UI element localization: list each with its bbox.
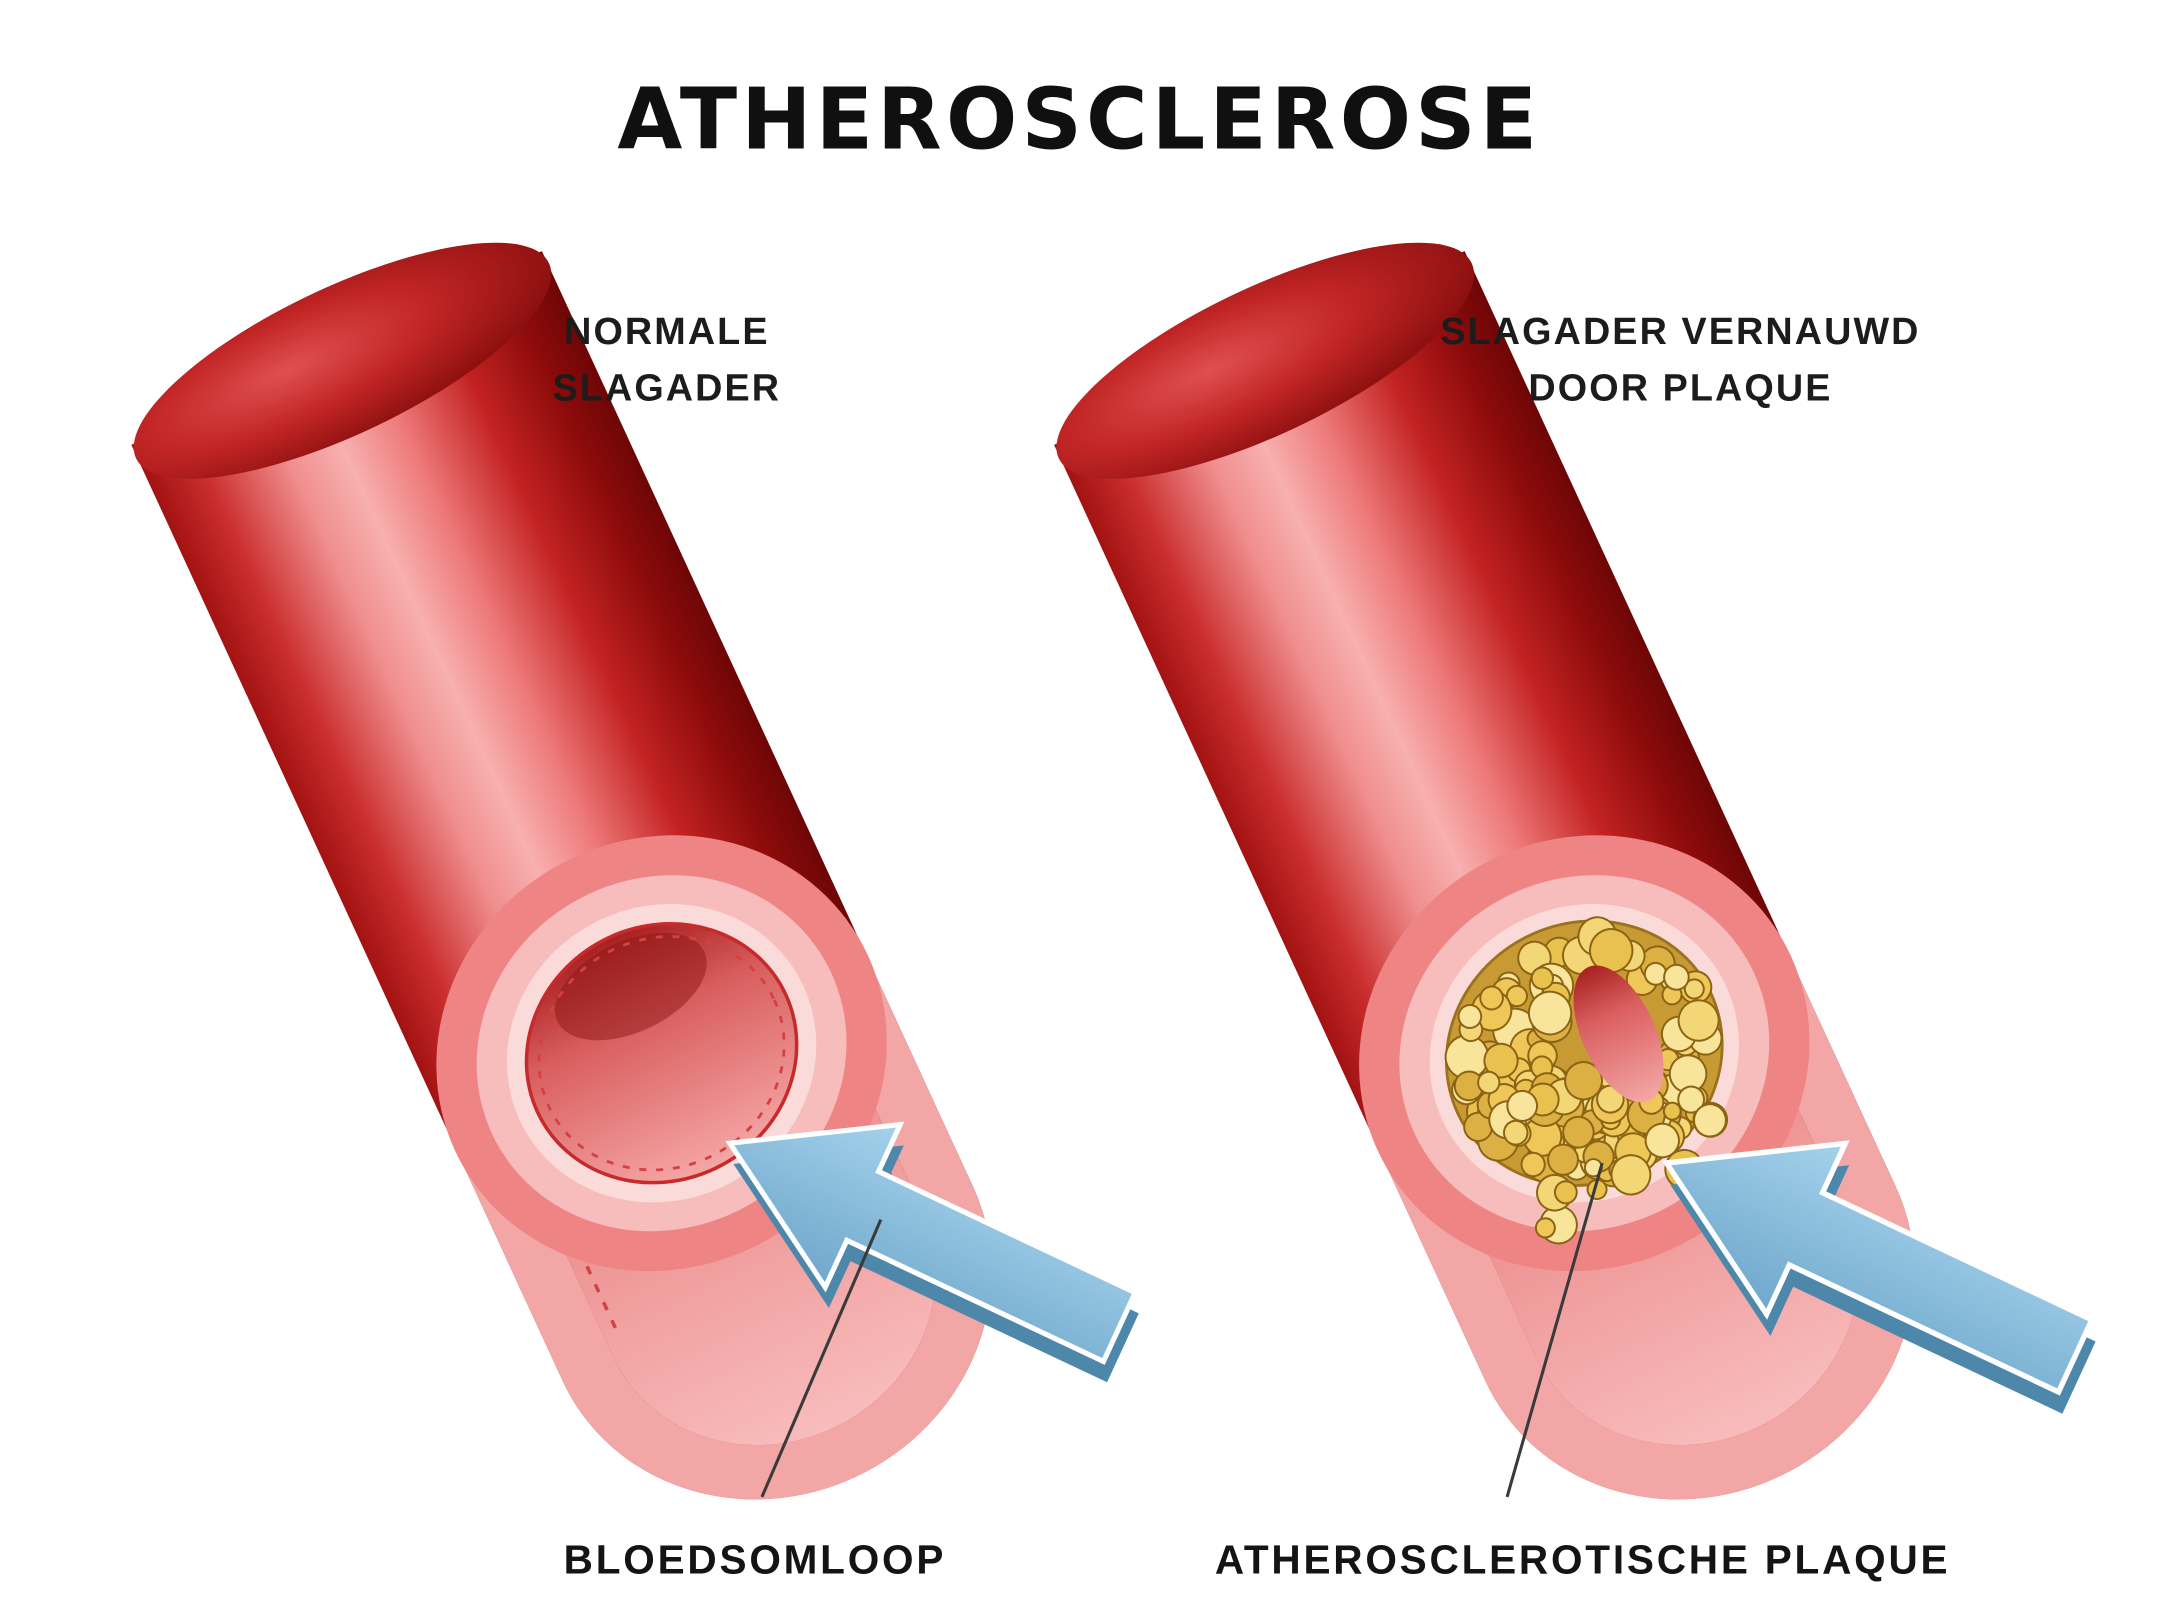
label-left-line2: SLAGADER xyxy=(553,367,782,409)
arrow-icon xyxy=(725,1121,1139,1365)
plaque-mass xyxy=(1444,916,1729,1245)
artery-top-cap xyxy=(133,242,552,479)
page-title: ATHEROSCLEROSE xyxy=(617,70,1541,169)
narrowed-lumen-gap xyxy=(1573,965,1664,1103)
caption-plaque: ATHEROSCLEROTISCHE PLAQUE xyxy=(1215,1536,1951,1582)
lumen-depth-shadow xyxy=(554,932,707,1041)
label-left-line1: NORMALE xyxy=(564,311,769,353)
pointer-line-bloodflow xyxy=(760,1218,883,1498)
artery-top-cap xyxy=(1056,242,1475,479)
blood-flow-arrow-right xyxy=(1661,1140,2096,1414)
plaque-pebbles xyxy=(1444,916,1729,1245)
cut-rim-end xyxy=(1485,1187,1915,1500)
label-right-line2: DOOR PLAQUE xyxy=(1528,367,1832,409)
lining-ring-wavy xyxy=(537,935,786,1172)
caption-bloodflow: BLOEDSOMLOOP xyxy=(564,1536,947,1582)
cut-rim-end xyxy=(562,1187,992,1500)
blood-flow-arrow-left xyxy=(725,1121,1139,1383)
label-right-line1: SLAGADER VERNAUWD xyxy=(1440,311,1920,353)
arrow-icon xyxy=(1661,1140,2096,1396)
right-artery-illustration xyxy=(1054,242,1915,1500)
pointer-line-plaque xyxy=(1505,1162,1604,1498)
lining-ring xyxy=(524,922,799,1185)
